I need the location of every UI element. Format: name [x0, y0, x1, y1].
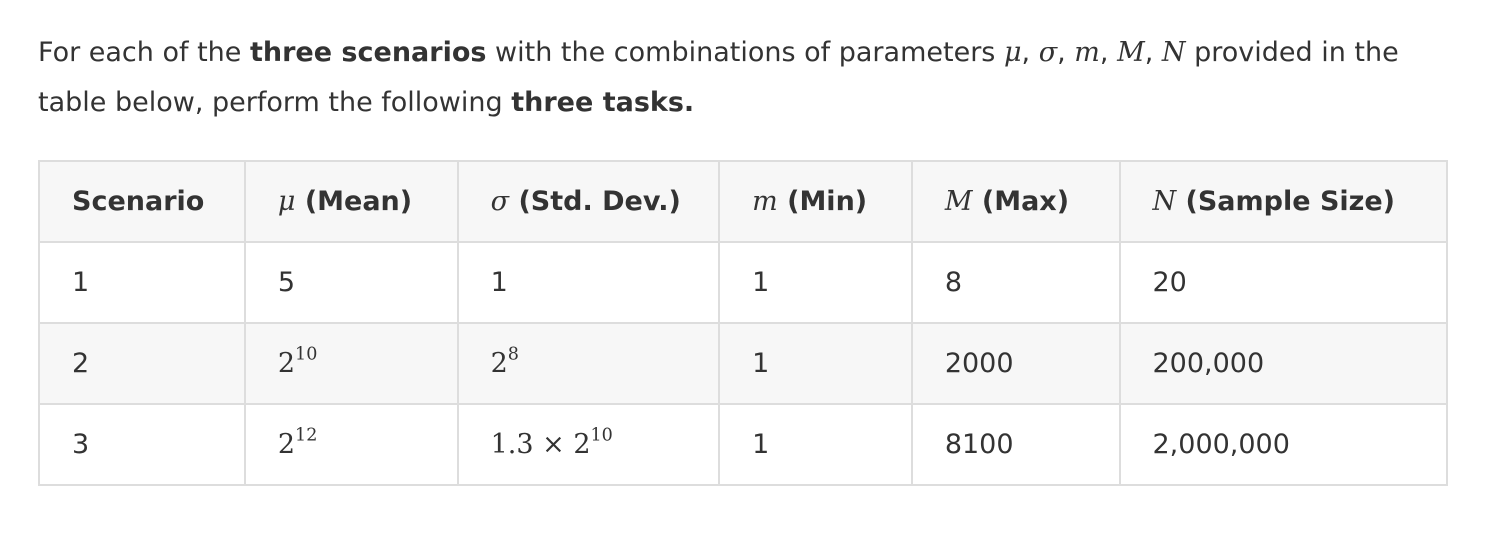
- symbol-mu: μ: [1003, 37, 1022, 68]
- header-min: m (Min): [718, 160, 913, 243]
- header-max: M (Max): [910, 160, 1121, 243]
- cell-max: 2000: [910, 322, 1121, 405]
- cell-std-dev: 1: [456, 241, 721, 324]
- cell-scenario: 1: [38, 241, 246, 324]
- cell-max: 8: [910, 241, 1121, 324]
- cell-std-dev: 1.3 × 210: [456, 403, 721, 486]
- cell-min: 1: [718, 322, 913, 405]
- cell-sample-size: 20: [1118, 241, 1448, 324]
- cell-mean: 210: [243, 322, 459, 405]
- symbol-M: M: [1117, 37, 1145, 68]
- header-mean: μ (Mean): [243, 160, 459, 243]
- table-row: 1 5 1 1 8 20: [38, 241, 1448, 324]
- intro-comma: ,: [1021, 37, 1039, 68]
- intro-text-2: with the combinations of parameters: [486, 37, 1004, 68]
- table-row: 3 212 1.3 × 210 1 8100 2,000,000: [38, 403, 1448, 486]
- instructions-paragraph: For each of the three scenarios with the…: [38, 28, 1458, 128]
- cell-min: 1: [718, 241, 913, 324]
- table-header-row: Scenario μ (Mean) σ (Std. Dev.) m (Min) …: [38, 160, 1448, 243]
- symbol-N: N: [1161, 37, 1186, 68]
- intro-comma: ,: [1099, 37, 1118, 68]
- cell-max: 8100: [910, 403, 1121, 486]
- table-row: 2 210 28 1 2000 200,000: [38, 322, 1448, 405]
- cell-std-dev: 28: [456, 322, 721, 405]
- header-sample-size: N (Sample Size): [1118, 160, 1448, 243]
- cell-scenario: 3: [38, 403, 246, 486]
- symbol-sigma: σ: [1038, 37, 1058, 68]
- header-scenario: Scenario: [38, 160, 246, 243]
- cell-scenario: 2: [38, 322, 246, 405]
- header-std-dev: σ (Std. Dev.): [456, 160, 721, 243]
- intro-text-1: For each of the: [38, 37, 250, 68]
- cell-mean: 5: [243, 241, 459, 324]
- cell-mean: 212: [243, 403, 459, 486]
- cell-sample-size: 2,000,000: [1118, 403, 1448, 486]
- intro-comma: ,: [1144, 37, 1162, 68]
- parameters-table: Scenario μ (Mean) σ (Std. Dev.) m (Min) …: [38, 160, 1448, 486]
- intro-bold-tasks: three tasks.: [511, 87, 695, 118]
- intro-text-3: provided in the table below, perform the…: [38, 37, 1399, 118]
- intro-bold-scenarios: three scenarios: [249, 37, 487, 68]
- intro-comma: ,: [1057, 37, 1075, 68]
- cell-sample-size: 200,000: [1118, 322, 1448, 405]
- symbol-m: m: [1074, 37, 1100, 68]
- cell-min: 1: [718, 403, 913, 486]
